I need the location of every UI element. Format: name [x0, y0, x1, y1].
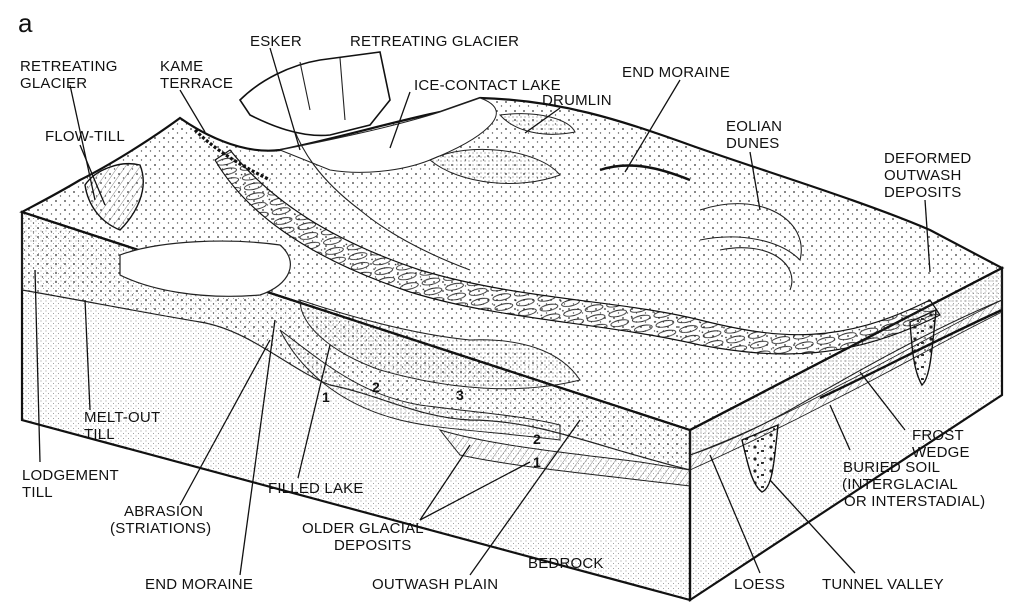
- layer-number-1-right: 1: [533, 454, 541, 470]
- label-abrasion-line1: ABRASION: [124, 503, 203, 520]
- label-deformed-outwash-line3: DEPOSITS: [884, 184, 961, 201]
- drumlin-1: [429, 148, 561, 184]
- label-abrasion-line2: (STRIATIONS): [110, 520, 211, 537]
- label-tunnel-valley: TUNNEL VALLEY: [822, 576, 944, 593]
- end-moraine-ridge: [599, 164, 691, 182]
- braided-channel: [214, 149, 941, 355]
- label-esker: ESKER: [250, 33, 302, 50]
- label-buried-soil-line2: (INTERGLACIAL: [842, 476, 958, 493]
- panel-letter: a: [18, 8, 33, 38]
- label-end-moraine-top: END MORAINE: [622, 64, 730, 81]
- eolian-dunes: [699, 203, 802, 291]
- label-lodgement-till-line1: LODGEMENT: [22, 467, 119, 484]
- ice-contact-lake: [278, 97, 497, 173]
- label-retreating-glacier-top: RETREATING GLACIER: [350, 33, 519, 50]
- label-melt-out-till-line1: MELT-OUT: [84, 409, 160, 426]
- label-outwash-plain: OUTWASH PLAIN: [372, 576, 498, 593]
- label-filled-lake: FILLED LAKE: [268, 480, 364, 497]
- tunnel-valley: [741, 423, 779, 493]
- label-buried-soil-line1: BURIED SOIL: [843, 459, 940, 476]
- label-retreating-glacier-left-line1: RETREATING: [20, 58, 118, 75]
- retreating-glacier-left: [84, 163, 144, 231]
- older-deposit-lens-right: [438, 429, 691, 487]
- label-eolian-dunes-line1: EOLIAN: [726, 118, 782, 135]
- esker-ridge: [289, 117, 471, 271]
- label-flow-till: FLOW-TILL: [45, 128, 125, 145]
- label-eolian-dunes-line2: DUNES: [726, 135, 780, 152]
- label-buried-soil-line3: OR INTERSTADIAL): [844, 493, 985, 510]
- label-bedrock: BEDROCK: [528, 555, 604, 572]
- layer-number-2-left: 2: [372, 379, 380, 395]
- filled-lake-area: [119, 240, 291, 297]
- kame-terrace-ridge: [193, 128, 271, 182]
- label-kame-terrace-line1: KAME: [160, 58, 203, 75]
- label-older-glacial-deposits-line2: DEPOSITS: [334, 537, 411, 554]
- outwash-fan: [299, 299, 581, 390]
- leader-lines: [34, 47, 931, 576]
- layer-number-1-left: 1: [322, 389, 330, 405]
- older-deposit-lens-left: [279, 329, 561, 441]
- label-frost-wedge-line1: FROST: [912, 427, 964, 444]
- label-kame-terrace-line2: TERRACE: [160, 75, 233, 92]
- retreating-glacier-top: [238, 51, 391, 137]
- label-melt-out-till-line2: TILL: [84, 426, 115, 443]
- buried-soil-line: [819, 308, 1003, 400]
- label-deformed-outwash-line1: DEFORMED: [884, 150, 971, 167]
- label-deformed-outwash-line2: OUTWASH: [884, 167, 962, 184]
- label-end-moraine-bottom: END MORAINE: [145, 576, 253, 593]
- layer-number-3: 3: [456, 387, 464, 403]
- top-surface: [19, 96, 1005, 432]
- label-drumlin: DRUMLIN: [542, 92, 612, 109]
- label-retreating-glacier-left-line2: GLACIER: [20, 75, 87, 92]
- label-lodgement-till-line2: TILL: [22, 484, 53, 501]
- label-ice-contact-lake: ICE-CONTACT LAKE: [414, 77, 561, 94]
- label-frost-wedge-line2: WEDGE: [912, 444, 970, 461]
- label-loess: LOESS: [734, 576, 785, 593]
- layer-number-2-right: 2: [533, 431, 541, 447]
- label-older-glacial-deposits-line1: OLDER GLACIAL: [302, 520, 424, 537]
